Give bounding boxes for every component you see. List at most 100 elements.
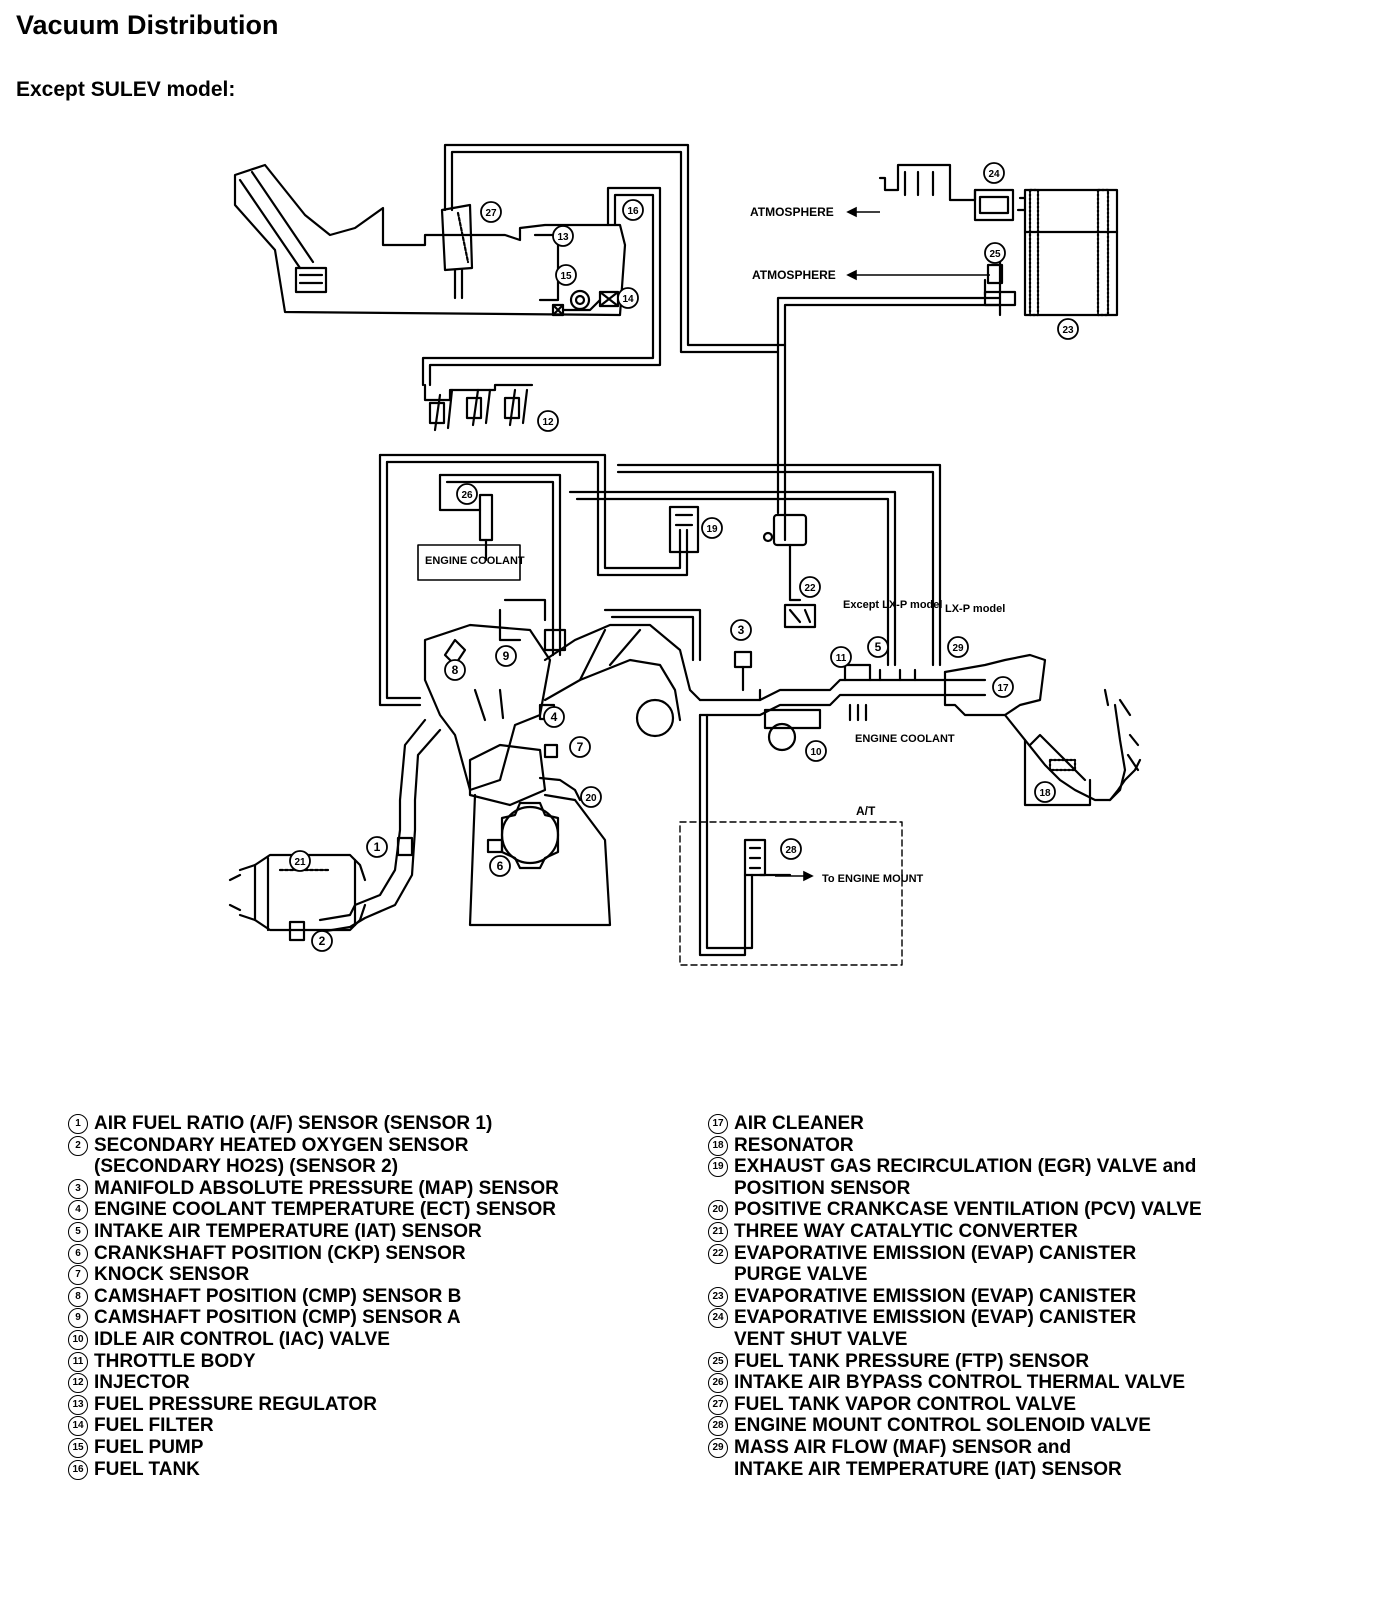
legend-number: 13 bbox=[68, 1394, 88, 1415]
legend-item: 19 EXHAUST GAS RECIRCULATION (EGR) VALVE … bbox=[708, 1156, 1358, 1199]
legend-text: MANIFOLD ABSOLUTE PRESSURE (MAP) SENSOR bbox=[94, 1177, 559, 1199]
except-lxp-label: Except LX-P model bbox=[843, 599, 942, 611]
legend-number: 12 bbox=[68, 1373, 88, 1394]
legend-item: 20 POSITIVE CRANKCASE VENTILATION (PCV) V… bbox=[708, 1199, 1358, 1221]
legend-text: RESONATOR bbox=[734, 1134, 854, 1156]
callout-circle-8 bbox=[444, 659, 466, 681]
callout-circle-21 bbox=[289, 850, 311, 872]
legend-number: 3 bbox=[68, 1178, 88, 1199]
callout-number-21: 21 bbox=[294, 857, 306, 868]
legend-text: EVAPORATIVE EMISSION (EVAP) CANISTER VEN… bbox=[734, 1307, 1137, 1350]
engine-drawing bbox=[423, 623, 987, 927]
callout-number-11: 11 bbox=[836, 653, 847, 664]
legend-number: 25 bbox=[708, 1351, 728, 1372]
legend-text: EXHAUST GAS RECIRCULATION (EGR) VALVE an… bbox=[734, 1156, 1197, 1199]
callout-circle-15 bbox=[555, 264, 577, 286]
to-engine-mount-label: To ENGINE MOUNT bbox=[822, 873, 924, 885]
legend-text: ENGINE MOUNT CONTROL SOLENOID VALVE bbox=[734, 1415, 1151, 1437]
legend-text: POSITIVE CRANKCASE VENTILATION (PCV) VAL… bbox=[734, 1199, 1202, 1221]
callout-circle-27 bbox=[480, 201, 502, 223]
legend-text: FUEL TANK VAPOR CONTROL VALVE bbox=[734, 1393, 1077, 1415]
legend-text: KNOCK SENSOR bbox=[94, 1264, 250, 1286]
callout-number-20: 20 bbox=[585, 793, 597, 804]
legend-text: FUEL FILTER bbox=[94, 1415, 214, 1437]
callouts: 1234567891011121314151617181920212223242… bbox=[289, 162, 1079, 952]
legend-text: INTAKE AIR BYPASS CONTROL THERMAL VALVE bbox=[734, 1372, 1186, 1394]
callout-number-18: 18 bbox=[1039, 788, 1051, 799]
callout-number-26: 26 bbox=[461, 490, 473, 501]
legend-number: 2 bbox=[68, 1135, 88, 1156]
lxp-label: LX-P model bbox=[945, 603, 1005, 615]
legend-left-column: 1 AIR FUEL RATIO (A/F) SENSOR (SENSOR 1) 2… bbox=[68, 1113, 698, 1480]
callout-number-1: 1 bbox=[374, 840, 381, 854]
callout-number-6: 6 bbox=[497, 859, 504, 873]
engine-mount-solenoid-drawing bbox=[743, 838, 767, 877]
callout-circle-26 bbox=[456, 483, 478, 505]
legend-number: 17 bbox=[708, 1114, 728, 1134]
legend-text: AIR FUEL RATIO (A/F) SENSOR (SENSOR 1) bbox=[94, 1113, 493, 1134]
legend-text: EVAPORATIVE EMISSION (EVAP) CANISTER PUR… bbox=[734, 1242, 1137, 1286]
legend-number: 20 bbox=[708, 1200, 728, 1221]
legend-text: ENGINE COOLANT TEMPERATURE (ECT) SENSOR bbox=[94, 1199, 556, 1221]
callout-circle-22 bbox=[799, 576, 821, 598]
legend-number: 23 bbox=[708, 1286, 728, 1307]
callout-circle-6 bbox=[489, 855, 511, 877]
callout-circle-20 bbox=[580, 786, 602, 808]
callout-number-29: 29 bbox=[952, 643, 964, 654]
callout-number-23: 23 bbox=[1062, 325, 1074, 336]
legend-text: THROTTLE BODY bbox=[94, 1350, 256, 1372]
injectors-drawing bbox=[423, 383, 534, 432]
legend-number: 16 bbox=[68, 1459, 88, 1480]
callout-circle-11 bbox=[830, 646, 852, 668]
callout-circle-13 bbox=[552, 225, 574, 247]
legend-item: 3 MANIFOLD ABSOLUTE PRESSURE (MAP) SENSOR bbox=[68, 1178, 698, 1200]
legend-text: FUEL TANK bbox=[94, 1458, 200, 1480]
callout-circle-28 bbox=[780, 838, 802, 860]
legend-item: 8 CAMSHAFT POSITION (CMP) SENSOR B bbox=[68, 1286, 698, 1308]
legend-number: 19 bbox=[708, 1157, 728, 1178]
legend-item: 28 ENGINE MOUNT CONTROL SOLENOID VALVE bbox=[708, 1415, 1358, 1437]
legend-text: MASS AIR FLOW (MAF) SENSOR and INTAKE AI… bbox=[734, 1436, 1122, 1480]
legend-number: 28 bbox=[708, 1416, 728, 1437]
callout-number-5: 5 bbox=[875, 640, 882, 654]
legend-text: IDLE AIR CONTROL (IAC) VALVE bbox=[94, 1328, 390, 1350]
callout-number-27: 27 bbox=[485, 208, 497, 219]
exhaust-drawing bbox=[228, 628, 582, 942]
legend-text: INTAKE AIR TEMPERATURE (IAT) SENSOR bbox=[94, 1220, 482, 1242]
callout-number-22: 22 bbox=[804, 583, 816, 594]
callout-number-28: 28 bbox=[785, 845, 797, 856]
callout-circle-17 bbox=[992, 676, 1014, 698]
legend-text: CAMSHAFT POSITION (CMP) SENSOR B bbox=[94, 1285, 462, 1307]
legend-text: CRANKSHAFT POSITION (CKP) SENSOR bbox=[94, 1242, 466, 1264]
callout-circle-23 bbox=[1057, 318, 1079, 340]
legend-item: 16 FUEL TANK bbox=[68, 1459, 698, 1481]
callout-number-3: 3 bbox=[738, 623, 745, 637]
egr-valve-drawing bbox=[668, 505, 808, 554]
at-box bbox=[679, 821, 903, 966]
atmosphere-label-2: ATMOSPHERE bbox=[752, 268, 836, 282]
callout-number-14: 14 bbox=[622, 294, 634, 305]
callout-circle-16 bbox=[622, 199, 644, 221]
legend-number: 6 bbox=[68, 1243, 88, 1264]
legend-number: 21 bbox=[708, 1221, 728, 1242]
legend-item: 6 CRANKSHAFT POSITION (CKP) SENSOR bbox=[68, 1243, 698, 1265]
atmosphere-label-1: ATMOSPHERE bbox=[750, 205, 834, 219]
legend-number: 1 bbox=[68, 1114, 88, 1134]
air-cleaner-drawing bbox=[943, 653, 1142, 807]
legend-number: 8 bbox=[68, 1286, 88, 1307]
callout-circle-14 bbox=[617, 287, 639, 309]
engine-coolant-label-2: ENGINE COOLANT bbox=[855, 733, 955, 745]
